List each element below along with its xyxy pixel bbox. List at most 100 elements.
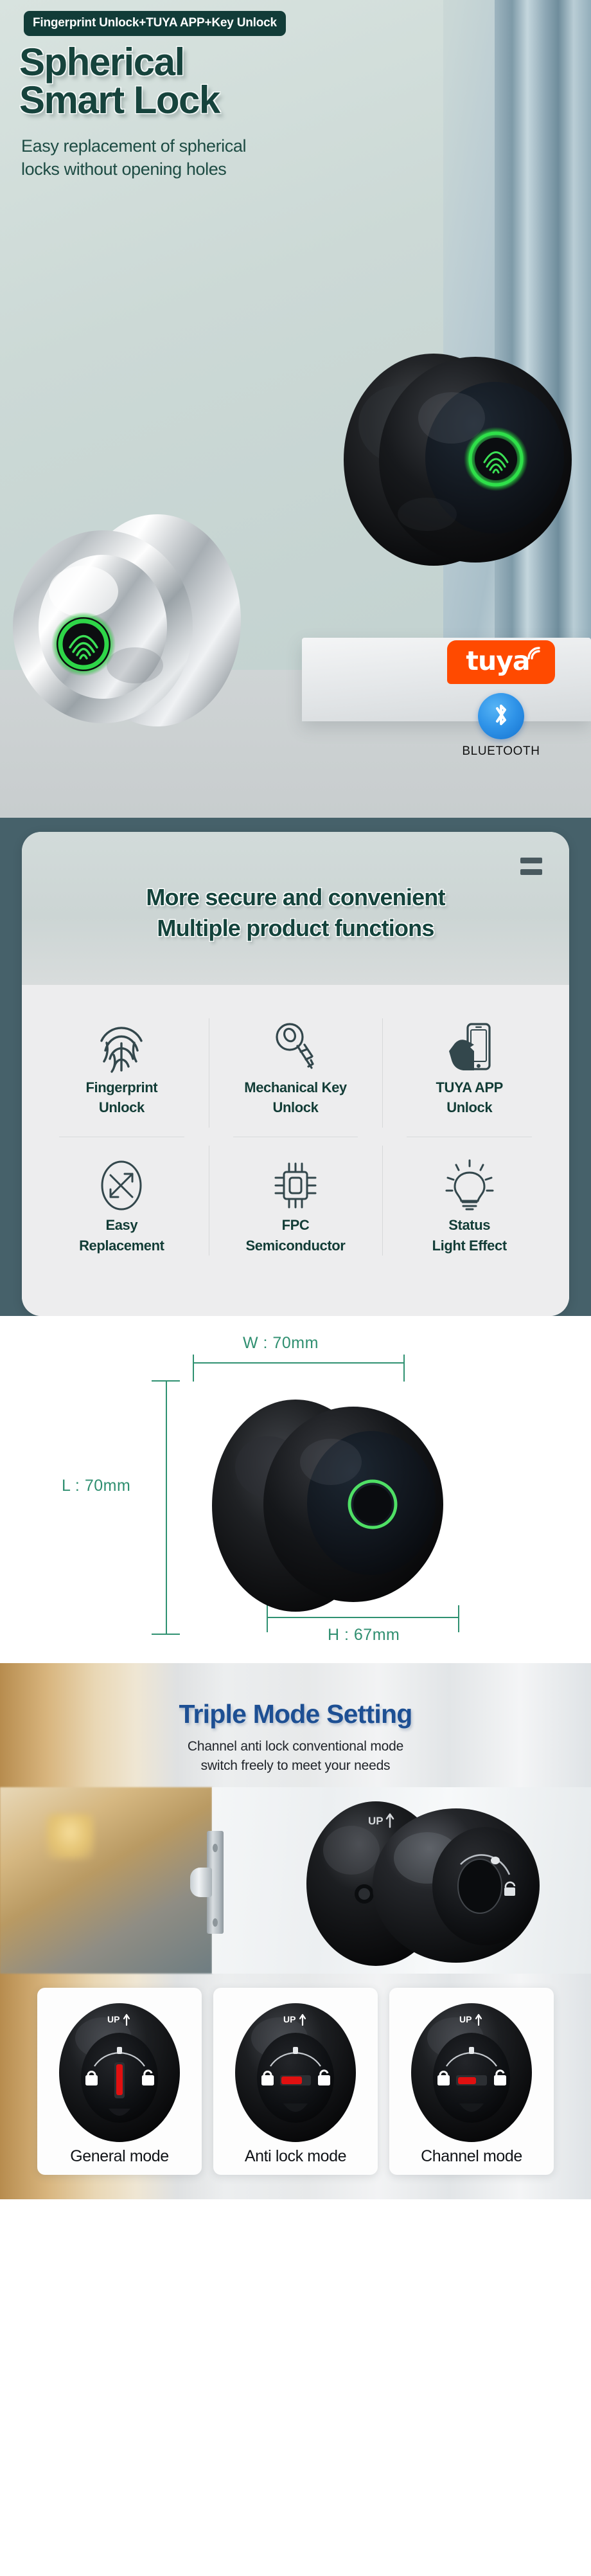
feature-item-mechanical-key-unlock: Mechanical Key Unlock [208,1009,383,1137]
key-icon [213,1018,379,1077]
hero-door-edge-background [495,0,591,681]
dimension-length-line [166,1380,167,1635]
dimension-height-line [267,1616,459,1618]
latch-screw-top [213,1843,218,1852]
mode-label: Anti lock mode [244,2147,347,2165]
dimension-length-cap-top [152,1380,180,1382]
dimension-width-cap-right [403,1354,405,1382]
feature-label-line1: FPC [281,1217,310,1234]
mode-indicator-bar [458,2076,476,2084]
mode-indicator-bar [116,2064,123,2095]
cpu-chip-icon [213,1156,379,1215]
mode-cards-row: UP [0,1974,591,2199]
feature-label-line2: Unlock [98,1099,145,1116]
latch-bolt [190,1867,212,1897]
feature-label-line1: Mechanical Key [244,1079,347,1095]
dimension-height-label: H : 67mm [328,1625,400,1644]
features-heading: More secure and convenient Multiple prod… [44,882,547,943]
padlock-open-icon [494,2069,506,2085]
latch-screw-bottom [213,1918,218,1927]
bluetooth-icon [491,701,511,732]
mode-card-channel[interactable]: UP [389,1987,554,2175]
dimension-length-cap-bottom [152,1633,180,1635]
tuya-logo-text: tuya [466,645,530,676]
padlock-open-icon [142,2069,154,2085]
page-title: Spherical Smart Lock [19,41,220,122]
door-installation-photo: UP [0,1787,591,1974]
feature-item-fingerprint-unlock: Fingerprint Unlock [35,1009,209,1137]
hero-section: Fingerprint Unlock+TUYA APP+Key Unlock S… [0,0,591,818]
feature-label: Mechanical Key Unlock [213,1077,379,1117]
mode-card-general[interactable]: UP [37,1987,202,2175]
product-detail-page: Fingerprint Unlock+TUYA APP+Key Unlock S… [0,0,591,2199]
features-heading-line2: Multiple product functions [157,914,434,941]
feature-label-line2: Semiconductor [245,1237,346,1254]
feature-label-line2: Light Effect [432,1237,507,1254]
dimension-length-label: L : 70mm [62,1476,131,1495]
feature-label: FPC Semiconductor [213,1215,379,1255]
hand-phone-icon [386,1018,552,1077]
mode-dial-general: UP [44,1999,195,2146]
black-smart-lock-knob-image [302,321,585,598]
dimension-width-label: W : 70mm [243,1333,319,1352]
features-row-2: Easy Replacement [35,1137,556,1264]
padlock-closed-icon [261,2070,274,2085]
dimensioned-knob-image [193,1377,463,1634]
dimension-height-cap-left [267,1605,268,1632]
triple-mode-header: Triple Mode Setting Channel anti lock co… [0,1663,591,1787]
feature-label-line2: Unlock [272,1099,319,1116]
feature-label: Status Light Effect [386,1215,552,1255]
lightbulb-icon [386,1156,552,1215]
triple-mode-section: Triple Mode Setting Channel anti lock co… [0,1662,591,2199]
feature-badge: Fingerprint Unlock+TUYA APP+Key Unlock [24,11,286,36]
mode-dial-anti-lock: UP [220,1999,371,2146]
mode-dial-channel: UP [396,1999,547,2146]
page-title-line2: Smart Lock [19,78,220,122]
bluetooth-label: BLUETOOTH [462,744,540,758]
mode-label: General mode [70,2147,169,2165]
padlock-closed-icon [85,2070,98,2085]
triple-mode-heading: Triple Mode Setting [179,1698,413,1729]
triple-mode-subtitle-line2: switch freely to meet your needs [200,1758,391,1773]
room-lamp-glow [46,1814,94,1859]
feature-label-line1: Easy [105,1217,138,1234]
fingerprint-icon [39,1018,205,1077]
feature-label: TUYA APP Unlock [386,1077,552,1117]
triple-mode-subtitle-line1: Channel anti lock conventional mode [187,1738,404,1754]
mode-card-anti-lock[interactable]: UP [213,1987,378,2175]
hamburger-menu-icon[interactable] [520,858,542,881]
page-title-line1: Spherical [19,41,185,84]
feature-item-tuya-app-unlock: TUYA APP Unlock [382,1009,556,1137]
up-marking-text: UP [368,1815,384,1827]
installed-knob-image: UP [292,1799,549,1969]
padlock-closed-icon [437,2070,450,2085]
mode-label: Channel mode [421,2147,522,2165]
mode-indicator-bar [281,2076,302,2084]
features-grid: Fingerprint Unlock [22,985,569,1316]
padlock-open-icon [318,2069,330,2085]
feature-label-line1: Fingerprint [85,1079,158,1095]
page-subtitle: Easy replacement of spherical locks with… [21,135,246,181]
blurred-room-background [0,1787,212,1974]
page-subtitle-line1: Easy replacement of spherical [21,136,247,156]
feature-item-status-light-effect: Status Light Effect [382,1137,556,1264]
triple-mode-subtitle: Channel anti lock conventional mode swit… [0,1737,591,1776]
features-header: More secure and convenient Multiple prod… [22,832,569,985]
chrome-smart-lock-knob-image [6,495,276,752]
features-heading-line1: More secure and convenient [146,884,445,910]
dimension-width-cap-left [193,1354,194,1382]
up-marking-text: UP [107,2014,119,2024]
features-section: More secure and convenient Multiple prod… [0,818,591,1316]
page-subtitle-line2: locks without opening holes [21,159,227,179]
feature-item-fpc-semiconductor: FPC Semiconductor [208,1137,383,1264]
features-card: More secure and convenient Multiple prod… [22,832,569,1316]
exchange-arrows-icon [39,1156,205,1215]
feature-item-easy-replacement: Easy Replacement [35,1137,209,1264]
up-marking-text: UP [459,2014,472,2024]
feature-label-line1: TUYA APP [436,1079,503,1095]
bluetooth-logo [478,693,524,739]
certification-logos: tuya BLUETOOTH [437,640,565,759]
feature-label: Easy Replacement [39,1215,205,1255]
up-marking-text: UP [283,2014,296,2024]
dimension-height-cap-right [458,1605,459,1632]
